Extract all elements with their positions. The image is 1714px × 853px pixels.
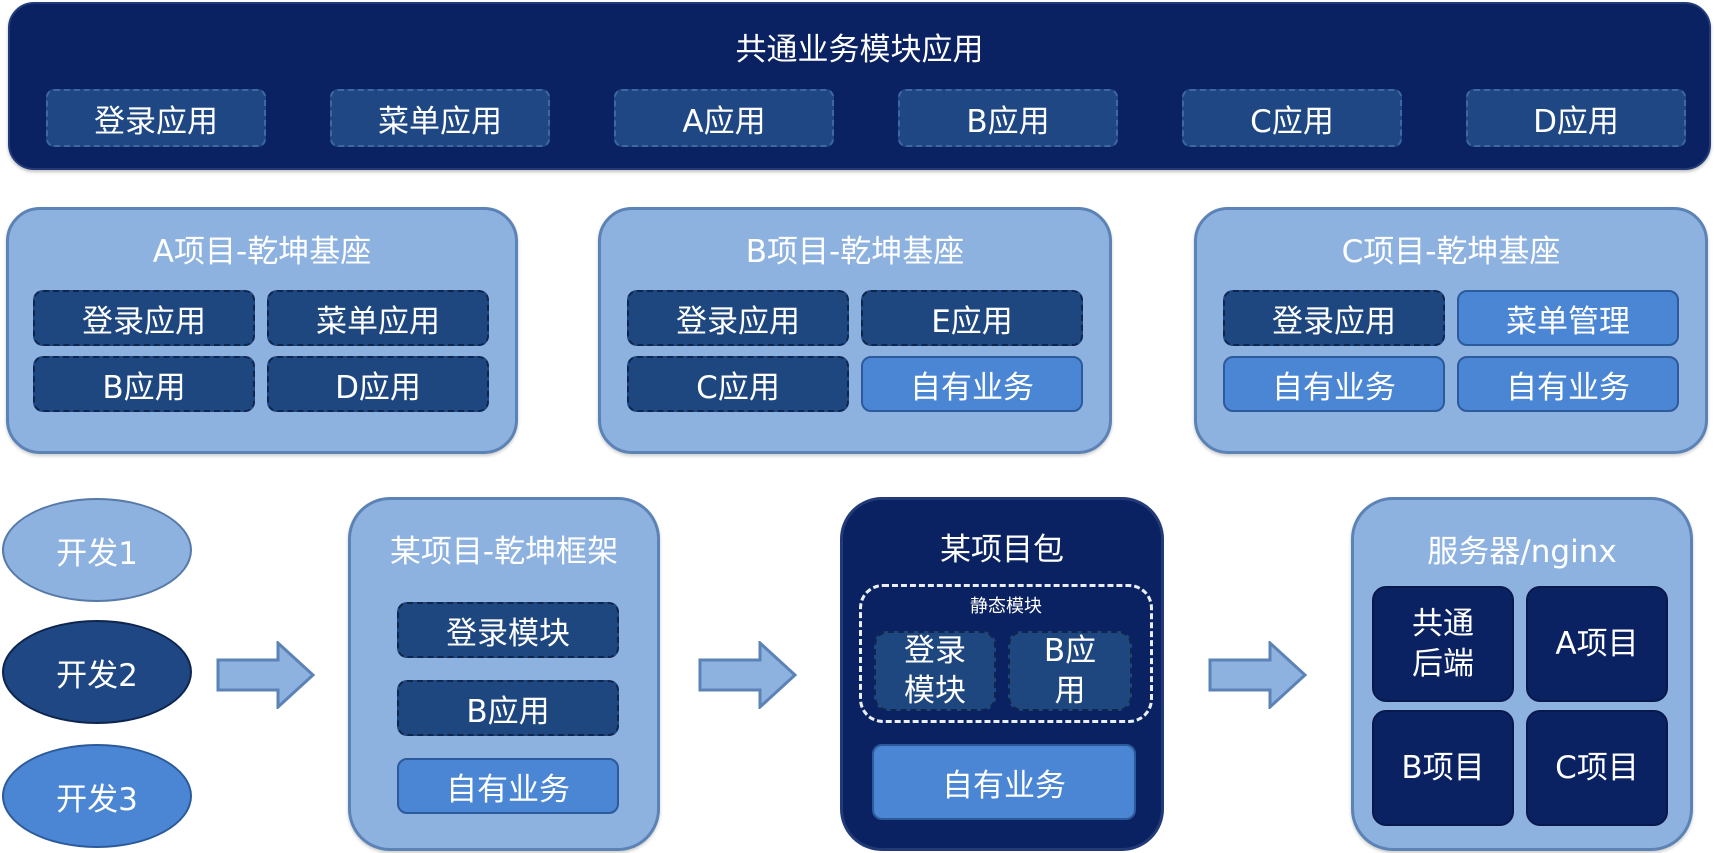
- project-a-title: A项目-乾坤基座: [152, 233, 372, 270]
- project-b-title: B项目-乾坤基座: [745, 233, 965, 270]
- developer-3-oval: 开发3: [2, 744, 192, 848]
- project-b-tile-own: 自有业务: [861, 356, 1083, 412]
- static-modules-label: 静态模块: [970, 596, 1042, 617]
- shared-app-a: A应用: [614, 89, 834, 147]
- project-c-tile-menu-mgmt: 菜单管理: [1457, 290, 1679, 346]
- server-tile-b-project: B项目: [1372, 710, 1514, 826]
- project-b-panel: B项目-乾坤基座 登录应用 E应用 C应用 自有业务: [598, 207, 1112, 454]
- shared-app-login: 登录应用: [46, 89, 266, 147]
- project-b-tile-login: 登录应用: [627, 290, 849, 346]
- project-c-panel: C项目-乾坤基座 登录应用 菜单管理 自有业务 自有业务: [1194, 207, 1708, 454]
- developer-1-oval: 开发1: [2, 498, 192, 602]
- server-tile-a-project: A项目: [1526, 586, 1668, 702]
- shared-app-b: B应用: [898, 89, 1118, 147]
- server-title: 服务器/nginx: [1427, 533, 1617, 570]
- project-c-tile-login: 登录应用: [1223, 290, 1445, 346]
- project-a-tile-b: B应用: [33, 356, 255, 412]
- project-b-tile-e: E应用: [861, 290, 1083, 346]
- package-tile-login-module: 登录 模块: [874, 631, 996, 711]
- server-tile-c-project: C项目: [1526, 710, 1668, 826]
- shared-app-c: C应用: [1182, 89, 1402, 147]
- package-title: 某项目包: [940, 531, 1064, 568]
- project-c-title: C项目-乾坤基座: [1341, 233, 1561, 270]
- shared-modules-band: 共通业务模块应用 登录应用 菜单应用 A应用 B应用 C应用 D应用: [8, 2, 1711, 170]
- package-tile-own: 自有业务: [872, 744, 1136, 820]
- server-panel: 服务器/nginx 共通 后端 A项目 B项目 C项目: [1351, 497, 1693, 851]
- shared-modules-title: 共通业务模块应用: [735, 31, 984, 68]
- project-a-tile-menu: 菜单应用: [267, 290, 489, 346]
- package-tile-b: B应 用: [1008, 631, 1132, 711]
- shared-app-d: D应用: [1466, 89, 1686, 147]
- framework-title: 某项目-乾坤框架: [389, 533, 619, 570]
- project-a-tile-d: D应用: [267, 356, 489, 412]
- project-c-tile-own-2: 自有业务: [1457, 356, 1679, 412]
- project-a-panel: A项目-乾坤基座 登录应用 菜单应用 B应用 D应用: [6, 207, 518, 454]
- framework-tile-b: B应用: [397, 680, 619, 736]
- framework-tile-own: 自有业务: [397, 758, 619, 814]
- project-c-tile-own-1: 自有业务: [1223, 356, 1445, 412]
- right-arrow-2-icon: [698, 641, 798, 709]
- framework-panel: 某项目-乾坤框架 登录模块 B应用 自有业务: [348, 497, 660, 851]
- framework-tile-login-module: 登录模块: [397, 602, 619, 658]
- right-arrow-3-icon: [1208, 641, 1308, 709]
- project-a-tile-login: 登录应用: [33, 290, 255, 346]
- right-arrow-1-icon: [216, 641, 316, 709]
- developer-2-oval: 开发2: [2, 620, 192, 724]
- shared-app-menu: 菜单应用: [330, 89, 550, 147]
- static-modules-group: 静态模块 登录 模块 B应 用: [859, 584, 1153, 723]
- server-tile-shared-backend: 共通 后端: [1372, 586, 1514, 702]
- project-b-tile-c: C应用: [627, 356, 849, 412]
